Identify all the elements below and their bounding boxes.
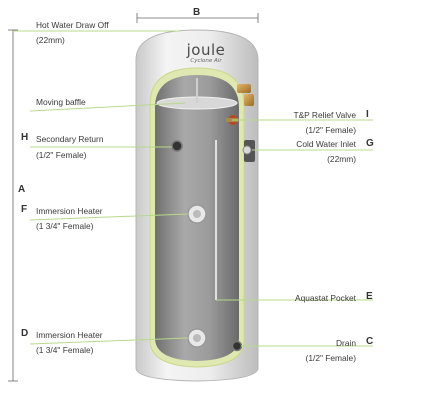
letter-d: D [21, 328, 29, 339]
letter-i: I [366, 109, 369, 120]
letter-e: E [366, 291, 373, 302]
dimension-a-line [8, 29, 18, 382]
secondary-return-port [171, 140, 183, 152]
label-cold-inlet-line1: Cold Water Inlet [296, 139, 356, 149]
dimension-b-line [136, 13, 259, 23]
label-drain-line2: (1/2" Female) [305, 353, 356, 363]
model-name: Cyclone Air [190, 58, 222, 64]
label-baffle: Moving baffle [36, 97, 86, 107]
label-immersion-upper-line2: (1 3/4" Female) [36, 221, 94, 231]
letter-c: C [366, 336, 374, 347]
cold-water-inlet-fitting [242, 140, 255, 162]
dimension-a-label: A [18, 184, 26, 195]
label-draw-off-line2: (22mm) [36, 35, 65, 45]
letter-h: H [21, 132, 29, 143]
label-drain-line1: Drain [335, 338, 356, 348]
label-tp-relief-line1: T&P Relief Valve [293, 110, 356, 120]
label-immersion-upper-line1: Immersion Heater [36, 206, 103, 216]
label-draw-off-line1: Hot Water Draw Off [36, 20, 109, 30]
dimension-b-label: B [193, 7, 201, 18]
label-immersion-lower-line2: (1 3/4" Female) [36, 345, 94, 355]
leader-lines [13, 30, 373, 347]
label-tp-relief-line2: (1/2" Female) [305, 125, 356, 135]
label-secondary-return-line2: (1/2" Female) [36, 150, 87, 160]
label-aquastat: Aquastat Pocket [295, 293, 356, 303]
drain-port [231, 340, 243, 352]
label-immersion-lower-line1: Immersion Heater [36, 330, 103, 340]
label-secondary-return-line1: Secondary Return [36, 134, 104, 144]
brand-logo: joule [186, 41, 226, 59]
label-cold-inlet-line2: (22mm) [327, 154, 356, 164]
letter-f: F [21, 204, 28, 215]
letter-g: G [366, 138, 374, 149]
